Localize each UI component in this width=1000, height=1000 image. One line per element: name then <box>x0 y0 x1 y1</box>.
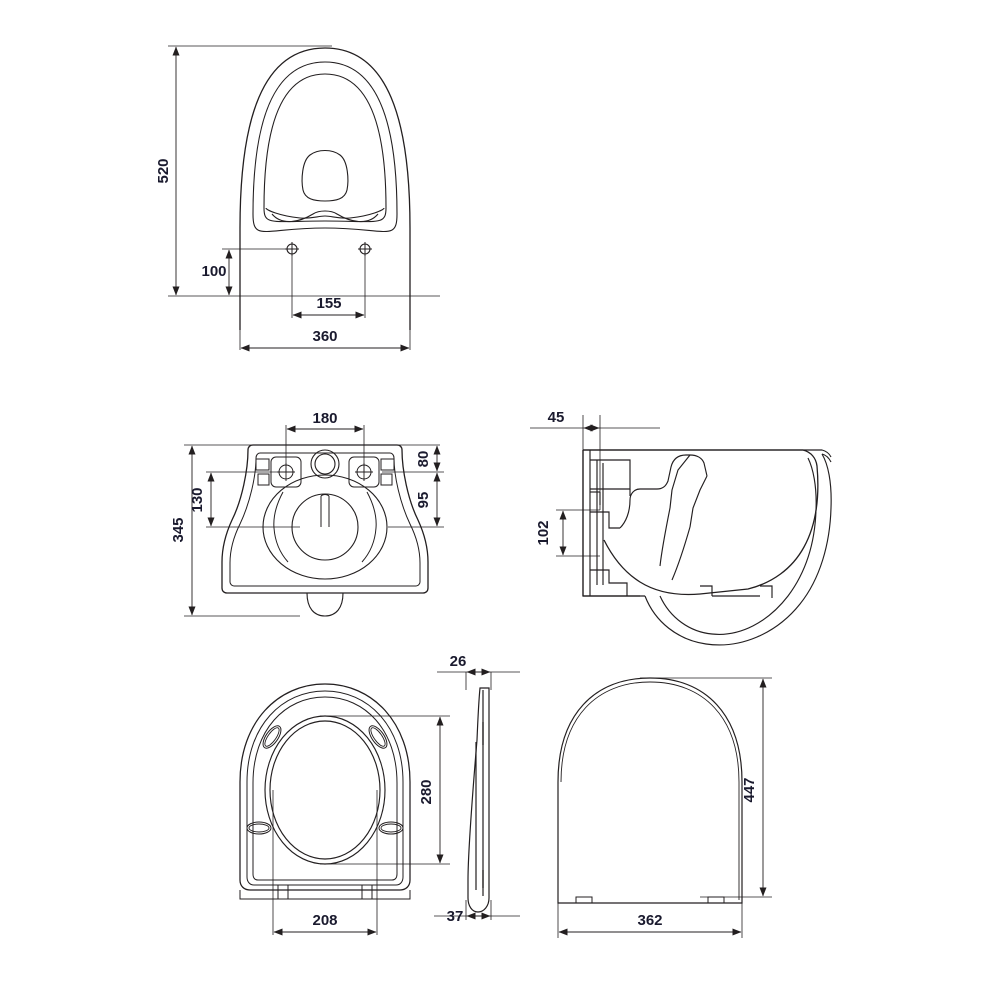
dimension-label-130: 130 <box>189 487 206 512</box>
pan-front-bottom-notch <box>271 210 379 223</box>
seat-buffer-slot-top-right <box>368 725 388 749</box>
dimension-45: 45 <box>548 409 600 432</box>
dimension-280: 280 <box>418 716 444 864</box>
side-section-view: 45 102 <box>530 409 832 646</box>
seat-outer-outline-inner <box>246 690 404 886</box>
seat-buffer-slot-bottom-right <box>378 821 404 835</box>
dimension-362: 362 <box>558 912 742 936</box>
dimension-37: 37 <box>447 908 491 925</box>
seat-hinge-lugs <box>239 885 411 900</box>
dimension-345: 345 <box>170 445 196 616</box>
dimension-447: 447 <box>741 678 767 897</box>
dimension-label-280: 280 <box>418 779 435 804</box>
dimension-label-26: 26 <box>450 653 467 670</box>
dimension-100: 100 <box>201 249 233 296</box>
front-view: 520 100 155 360 <box>155 45 440 352</box>
pan-front-aperture <box>301 149 349 202</box>
dimension-label-80: 80 <box>415 451 432 468</box>
seat-cover-extension-lines <box>557 677 772 938</box>
dimension-520: 520 <box>155 46 180 296</box>
dimension-label-155: 155 <box>316 295 341 312</box>
dimension-180: 180 <box>286 410 364 433</box>
dimension-label-37: 37 <box>447 908 464 925</box>
seat-plan-view: 280 208 <box>239 683 450 936</box>
flush-inlet-circle <box>310 449 340 479</box>
seat-outer-outline <box>239 683 411 891</box>
pan-plan-bowl-ribs <box>273 491 377 563</box>
pan-side-section-detail <box>582 449 832 646</box>
seat-plan-extension-lines <box>272 715 450 935</box>
waste-boss <box>306 592 344 617</box>
dimension-label-102: 102 <box>535 520 552 545</box>
dimension-102: 102 <box>535 510 567 556</box>
dimension-label-520: 520 <box>155 158 172 183</box>
dimension-label-95: 95 <box>415 492 432 509</box>
seat-buffer-slot-top-left <box>262 725 282 749</box>
dimension-label-208: 208 <box>312 912 337 929</box>
pan-front-bowl <box>263 73 387 223</box>
plan-view: 180 345 130 80 95 <box>170 410 444 617</box>
dimension-label-180: 180 <box>312 410 337 427</box>
dimension-label-447: 447 <box>741 777 758 802</box>
dimension-80: 80 <box>415 445 441 472</box>
dimension-208: 208 <box>273 912 377 936</box>
pan-front-rim <box>252 61 398 232</box>
dimension-label-100: 100 <box>201 263 226 280</box>
dimension-26: 26 <box>450 653 491 676</box>
dimension-label-345: 345 <box>170 517 187 542</box>
pan-plan-inner-outline <box>229 452 421 587</box>
dimension-label-360: 360 <box>312 328 337 345</box>
front-view-extension-lines <box>168 45 440 350</box>
seat-cover-outline-inner <box>560 681 740 900</box>
dimension-360: 360 <box>240 328 410 352</box>
dimension-130: 130 <box>189 472 215 527</box>
plan-view-extension-lines <box>184 425 444 617</box>
seat-buffer-slot-bottom-left <box>246 821 272 835</box>
seat-cover-view: 447 362 <box>557 677 772 938</box>
pan-plan-outline <box>221 444 429 594</box>
dimension-95: 95 <box>415 472 441 527</box>
dimension-label-362: 362 <box>637 912 662 929</box>
seat-side-view: 26 37 <box>434 653 520 925</box>
dimension-label-45: 45 <box>548 409 565 426</box>
dimension-155: 155 <box>292 295 365 319</box>
